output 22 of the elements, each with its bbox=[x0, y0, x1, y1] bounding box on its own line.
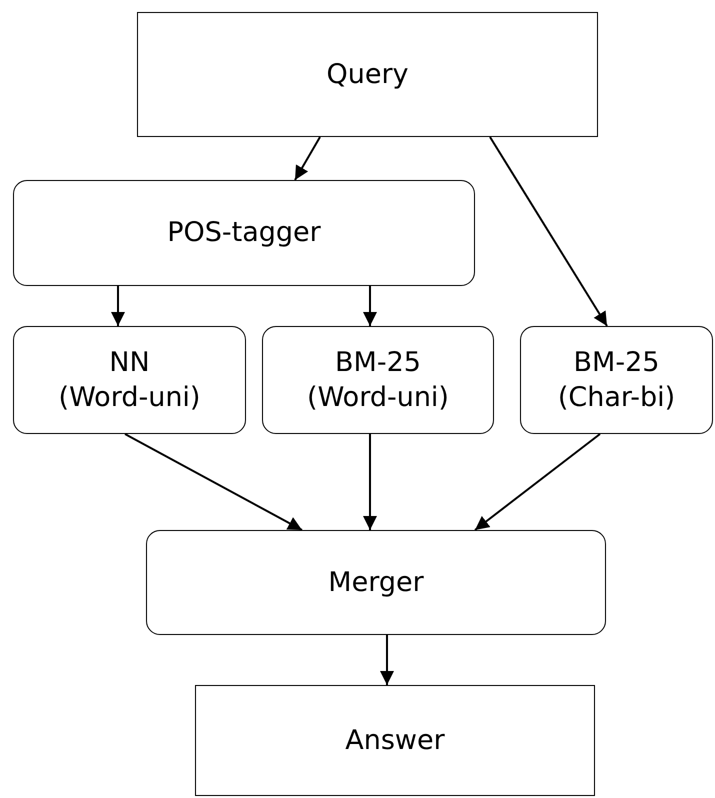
terminal-box bbox=[195, 685, 595, 796]
arrow bbox=[474, 433, 601, 531]
terminal-box bbox=[137, 12, 598, 137]
node-label: Answer bbox=[345, 724, 445, 758]
node-label: Merger bbox=[328, 566, 424, 600]
node-label: POS-tagger bbox=[167, 216, 321, 250]
arrow bbox=[489, 136, 608, 327]
process-box bbox=[146, 530, 606, 635]
process-box bbox=[13, 180, 475, 286]
arrow bbox=[363, 434, 377, 530]
arrow bbox=[124, 433, 302, 531]
arrow bbox=[380, 635, 394, 685]
node-label: NN (Word-uni) bbox=[58, 346, 202, 415]
process-box bbox=[262, 326, 494, 434]
node-label: BM-25 (Word-uni) bbox=[306, 346, 450, 415]
process-box bbox=[13, 326, 246, 434]
arrow bbox=[294, 136, 321, 180]
arrow bbox=[111, 286, 125, 326]
arrow bbox=[363, 286, 377, 326]
process-box bbox=[520, 326, 713, 434]
node-label: Query bbox=[326, 58, 409, 92]
node-label: BM-25 (Char-bi) bbox=[556, 346, 676, 415]
